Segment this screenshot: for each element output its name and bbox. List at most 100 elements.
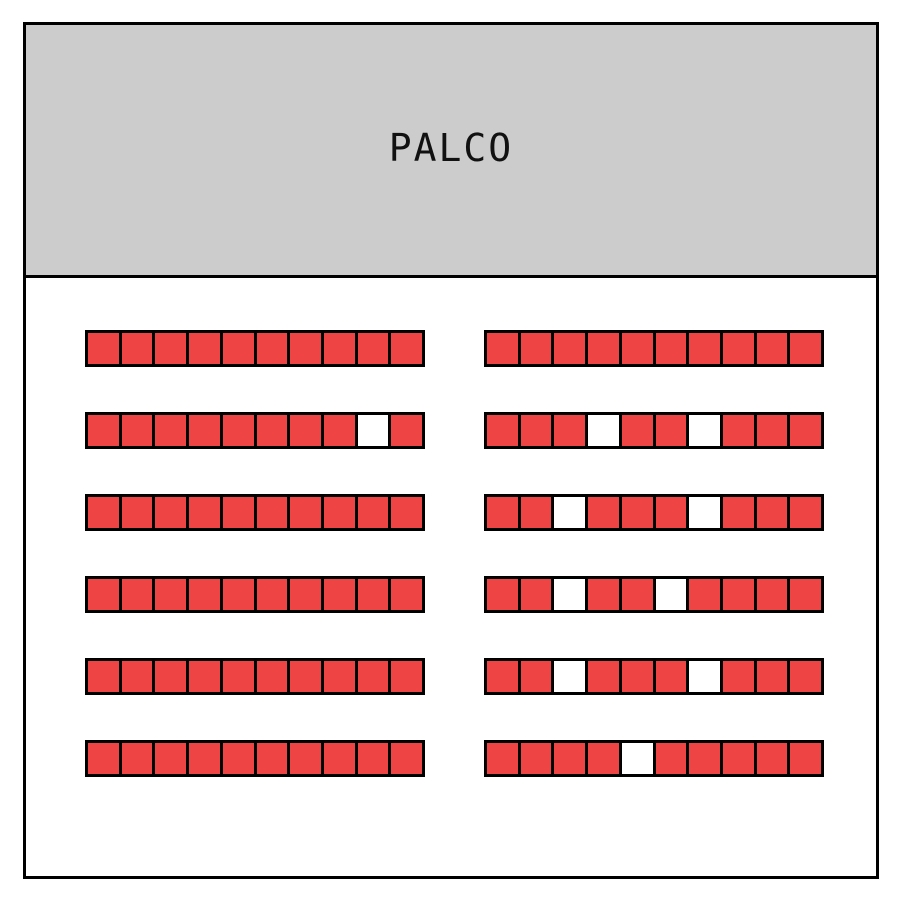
- seat-occupied[interactable]: [618, 579, 653, 610]
- seat-occupied[interactable]: [618, 333, 653, 364]
- seat-occupied[interactable]: [186, 415, 220, 446]
- seat-occupied[interactable]: [585, 661, 619, 692]
- seat-occupied[interactable]: [88, 333, 119, 364]
- seat-occupied[interactable]: [787, 661, 822, 692]
- seat-occupied[interactable]: [652, 497, 687, 528]
- seat-occupied[interactable]: [753, 333, 788, 364]
- seat-occupied[interactable]: [354, 333, 389, 364]
- seat-available[interactable]: [585, 415, 619, 446]
- seat-occupied[interactable]: [551, 415, 586, 446]
- seat-available[interactable]: [686, 415, 720, 446]
- seat-occupied[interactable]: [320, 661, 355, 692]
- seat-occupied[interactable]: [152, 415, 187, 446]
- seat-occupied[interactable]: [320, 579, 355, 610]
- seat-occupied[interactable]: [487, 661, 518, 692]
- seat-occupied[interactable]: [585, 497, 619, 528]
- seat-occupied[interactable]: [753, 579, 788, 610]
- seat-occupied[interactable]: [753, 497, 788, 528]
- seat-occupied[interactable]: [253, 661, 288, 692]
- seat-occupied[interactable]: [618, 497, 653, 528]
- seat-occupied[interactable]: [354, 743, 389, 774]
- seat-occupied[interactable]: [388, 497, 423, 528]
- seat-occupied[interactable]: [517, 333, 552, 364]
- seat-occupied[interactable]: [253, 579, 288, 610]
- seat-occupied[interactable]: [719, 579, 754, 610]
- seat-occupied[interactable]: [618, 415, 653, 446]
- seat-occupied[interactable]: [287, 743, 321, 774]
- seat-occupied[interactable]: [388, 579, 423, 610]
- seat-occupied[interactable]: [152, 579, 187, 610]
- seat-occupied[interactable]: [219, 415, 254, 446]
- seat-occupied[interactable]: [219, 743, 254, 774]
- seat-occupied[interactable]: [652, 415, 687, 446]
- seat-occupied[interactable]: [517, 743, 552, 774]
- seat-occupied[interactable]: [219, 661, 254, 692]
- seat-occupied[interactable]: [287, 579, 321, 610]
- seat-occupied[interactable]: [652, 333, 687, 364]
- seat-available[interactable]: [618, 743, 653, 774]
- seat-occupied[interactable]: [354, 579, 389, 610]
- seat-occupied[interactable]: [388, 743, 423, 774]
- seat-occupied[interactable]: [219, 333, 254, 364]
- seat-occupied[interactable]: [88, 743, 119, 774]
- seat-occupied[interactable]: [618, 661, 653, 692]
- seat-occupied[interactable]: [186, 579, 220, 610]
- seat-occupied[interactable]: [487, 497, 518, 528]
- seat-occupied[interactable]: [354, 497, 389, 528]
- seat-occupied[interactable]: [787, 743, 822, 774]
- seat-occupied[interactable]: [118, 415, 153, 446]
- seat-occupied[interactable]: [88, 415, 119, 446]
- seat-occupied[interactable]: [219, 579, 254, 610]
- seat-occupied[interactable]: [88, 661, 119, 692]
- seat-occupied[interactable]: [551, 333, 586, 364]
- seat-available[interactable]: [551, 579, 586, 610]
- seat-occupied[interactable]: [787, 579, 822, 610]
- seat-occupied[interactable]: [585, 333, 619, 364]
- seat-occupied[interactable]: [719, 497, 754, 528]
- seat-occupied[interactable]: [487, 333, 518, 364]
- seat-available[interactable]: [354, 415, 389, 446]
- seat-occupied[interactable]: [487, 415, 518, 446]
- seat-occupied[interactable]: [253, 743, 288, 774]
- seat-available[interactable]: [551, 661, 586, 692]
- seat-occupied[interactable]: [287, 497, 321, 528]
- seat-occupied[interactable]: [585, 579, 619, 610]
- seat-occupied[interactable]: [388, 333, 423, 364]
- seat-occupied[interactable]: [186, 333, 220, 364]
- seat-occupied[interactable]: [787, 497, 822, 528]
- seat-occupied[interactable]: [354, 661, 389, 692]
- seat-occupied[interactable]: [551, 743, 586, 774]
- seat-occupied[interactable]: [88, 579, 119, 610]
- seat-occupied[interactable]: [320, 333, 355, 364]
- seat-occupied[interactable]: [787, 333, 822, 364]
- seat-occupied[interactable]: [517, 415, 552, 446]
- seat-occupied[interactable]: [686, 743, 720, 774]
- seat-occupied[interactable]: [753, 661, 788, 692]
- seat-occupied[interactable]: [152, 497, 187, 528]
- seat-occupied[interactable]: [652, 661, 687, 692]
- seat-occupied[interactable]: [186, 661, 220, 692]
- seat-occupied[interactable]: [253, 415, 288, 446]
- seat-occupied[interactable]: [287, 415, 321, 446]
- seat-occupied[interactable]: [686, 579, 720, 610]
- seat-occupied[interactable]: [388, 415, 423, 446]
- seat-occupied[interactable]: [517, 661, 552, 692]
- seat-occupied[interactable]: [253, 497, 288, 528]
- seat-available[interactable]: [686, 661, 720, 692]
- seat-occupied[interactable]: [719, 415, 754, 446]
- seat-occupied[interactable]: [487, 743, 518, 774]
- seat-occupied[interactable]: [719, 661, 754, 692]
- seat-occupied[interactable]: [517, 579, 552, 610]
- seat-available[interactable]: [551, 497, 586, 528]
- seat-available[interactable]: [686, 497, 720, 528]
- seat-occupied[interactable]: [320, 415, 355, 446]
- seat-occupied[interactable]: [686, 333, 720, 364]
- seat-occupied[interactable]: [753, 415, 788, 446]
- seat-occupied[interactable]: [118, 743, 153, 774]
- seat-occupied[interactable]: [118, 661, 153, 692]
- seat-occupied[interactable]: [152, 743, 187, 774]
- seat-occupied[interactable]: [753, 743, 788, 774]
- seat-occupied[interactable]: [253, 333, 288, 364]
- seat-occupied[interactable]: [787, 415, 822, 446]
- seat-occupied[interactable]: [487, 579, 518, 610]
